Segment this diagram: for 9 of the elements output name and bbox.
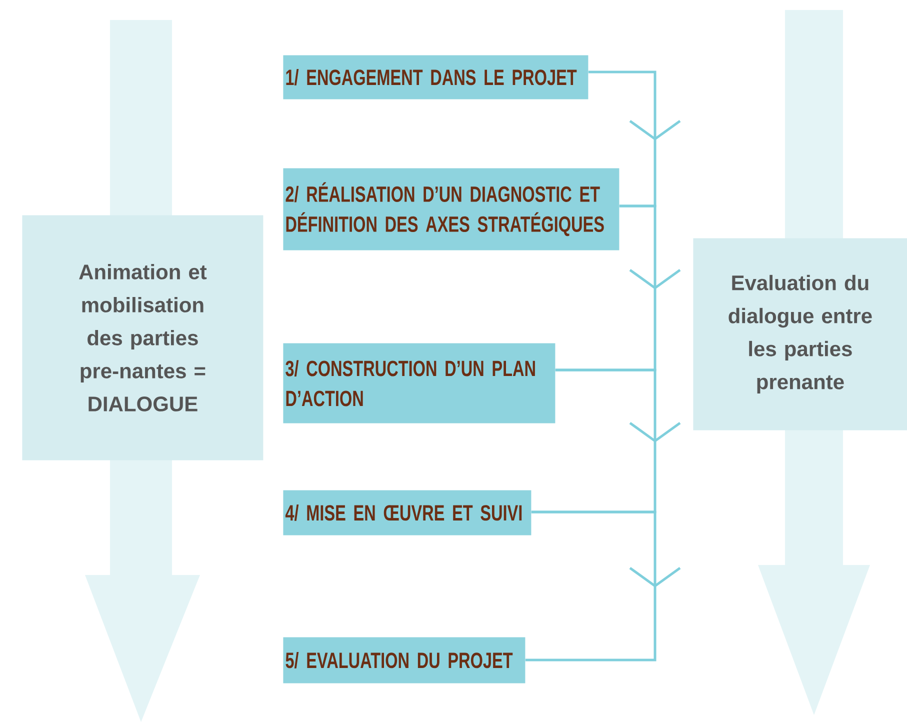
connector-arrow xyxy=(587,70,682,208)
step-box: 3/ CONSTRUCTION D’UN PLAN D’ACTION xyxy=(283,343,556,424)
step-box: 5/ EVALUATION DU PROJET xyxy=(283,637,526,684)
step-box: 2/ RÉALISATION D’UN DIAGNOSTIC ET DÉFINITION DES AXES STRATÉGIQUES xyxy=(283,168,620,250)
side-box: Animation et mobilisation des parties pre-nantes = DIALOGUE xyxy=(22,215,264,460)
side-box: Evaluation du dialogue entre les parties prenante xyxy=(693,238,907,430)
step-box: 4/ MISE EN ŒUVRE ET SUIVI xyxy=(283,490,532,536)
connector-arrow xyxy=(524,510,682,662)
step-box: 1/ ENGAGEMENT DANS LE PROJET xyxy=(283,55,588,100)
